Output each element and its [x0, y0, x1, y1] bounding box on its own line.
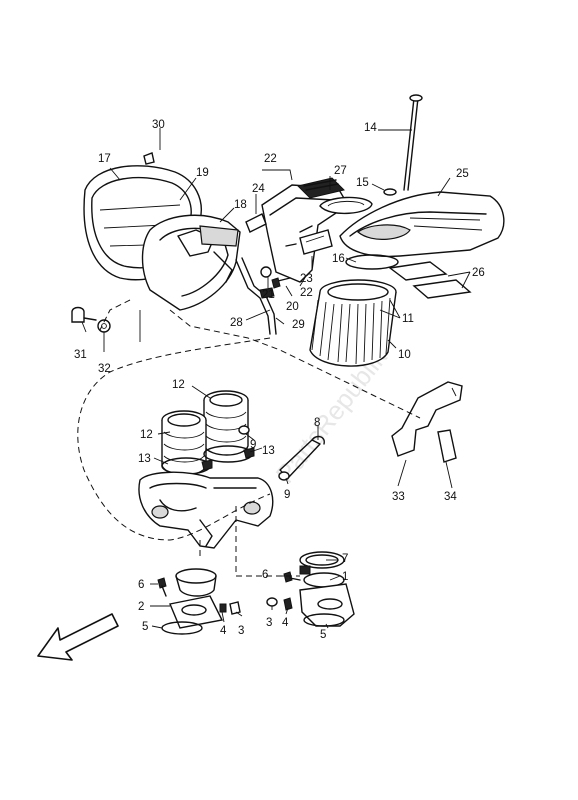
part-5-o-ring-right — [303, 613, 345, 627]
label-17: 17 — [98, 153, 111, 165]
label-18: 18 — [234, 199, 247, 211]
label-3a: 3 — [238, 625, 244, 637]
label-30: 30 — [152, 119, 165, 131]
label-20: 20 — [286, 301, 299, 313]
part-3-cap-right — [266, 597, 278, 607]
part-21-collar — [260, 266, 272, 278]
label-4b: 4 — [282, 617, 289, 629]
part-1-manifold-left — [175, 568, 217, 597]
part-9-clip-lower — [278, 471, 290, 481]
label-28: 28 — [230, 317, 243, 329]
label-15: 15 — [356, 177, 369, 189]
label-31: 31 — [74, 349, 87, 361]
label-6a: 6 — [138, 579, 144, 591]
part-30-clip — [143, 152, 155, 165]
part-4-fitting-left — [219, 603, 227, 613]
part-25-filter-cover — [339, 191, 505, 258]
label-9b: 9 — [284, 489, 290, 501]
part-24-duct-seal — [245, 213, 267, 233]
label-14: 14 — [364, 122, 377, 134]
part-13-band — [161, 445, 255, 475]
label-12a: 12 — [172, 379, 185, 391]
label-27: 27 — [334, 165, 347, 177]
label-32: 32 — [98, 363, 111, 375]
label-4a: 4 — [220, 625, 227, 637]
label-7: 7 — [342, 553, 348, 565]
part-labels: 30 17 19 18 22 24 27 14 15 25 16 26 11 1… — [74, 119, 485, 641]
label-23: 23 — [300, 273, 313, 285]
label-29: 29 — [292, 319, 305, 331]
label-1: 1 — [342, 571, 348, 583]
part-29-breather-hose — [235, 257, 277, 335]
part-23-gasket — [299, 229, 333, 255]
label-26: 26 — [472, 267, 485, 279]
label-22a: 22 — [264, 153, 277, 165]
part-20-bolt — [271, 277, 291, 289]
label-3b: 3 — [266, 617, 272, 629]
part-9-clip-upper — [238, 425, 250, 435]
label-8: 8 — [314, 417, 320, 429]
label-10: 10 — [398, 349, 411, 361]
part-7-band — [299, 551, 345, 575]
part-6-bolt-right — [283, 571, 301, 583]
part-4-fitting-right — [283, 597, 293, 611]
part-2-manifold-flange — [169, 595, 224, 629]
part-22-intake-duct — [261, 177, 349, 283]
part-14-long-bolt — [403, 94, 423, 191]
part-27-seal-ring — [319, 196, 373, 215]
label-5a: 5 — [142, 621, 148, 633]
label-16: 16 — [332, 253, 345, 265]
part-12-joint-upper — [161, 390, 249, 476]
label-5b: 5 — [320, 629, 326, 641]
part-34-clamp — [437, 429, 457, 463]
part-16-o-ring — [345, 254, 399, 270]
part-26-filter-pads — [388, 261, 472, 299]
label-33: 33 — [392, 491, 405, 503]
part-31-screw — [71, 306, 97, 323]
label-12b: 12 — [140, 429, 153, 441]
label-22b: 22 — [300, 287, 313, 299]
part-33-bracket — [391, 381, 463, 457]
label-2: 2 — [138, 601, 144, 613]
label-34: 34 — [444, 491, 457, 503]
leader-lines — [81, 128, 471, 629]
label-6b: 6 — [262, 569, 268, 581]
label-21: 21 — [262, 289, 275, 301]
label-19: 19 — [196, 167, 209, 179]
part-10-air-filter — [309, 279, 397, 367]
part-6-bolt-left — [157, 577, 167, 597]
label-13a: 13 — [138, 453, 151, 465]
label-25: 25 — [456, 168, 469, 180]
part-3-cap-left — [229, 601, 241, 615]
carburetor-assembly — [138, 471, 274, 549]
part-15-washer — [383, 188, 397, 196]
front-arrow-icon — [37, 613, 119, 661]
label-11: 11 — [402, 313, 414, 325]
label-13b: 13 — [262, 445, 275, 457]
label-9a: 9 — [250, 439, 256, 451]
label-24: 24 — [252, 183, 265, 195]
part-19-airbox-body — [141, 214, 241, 311]
